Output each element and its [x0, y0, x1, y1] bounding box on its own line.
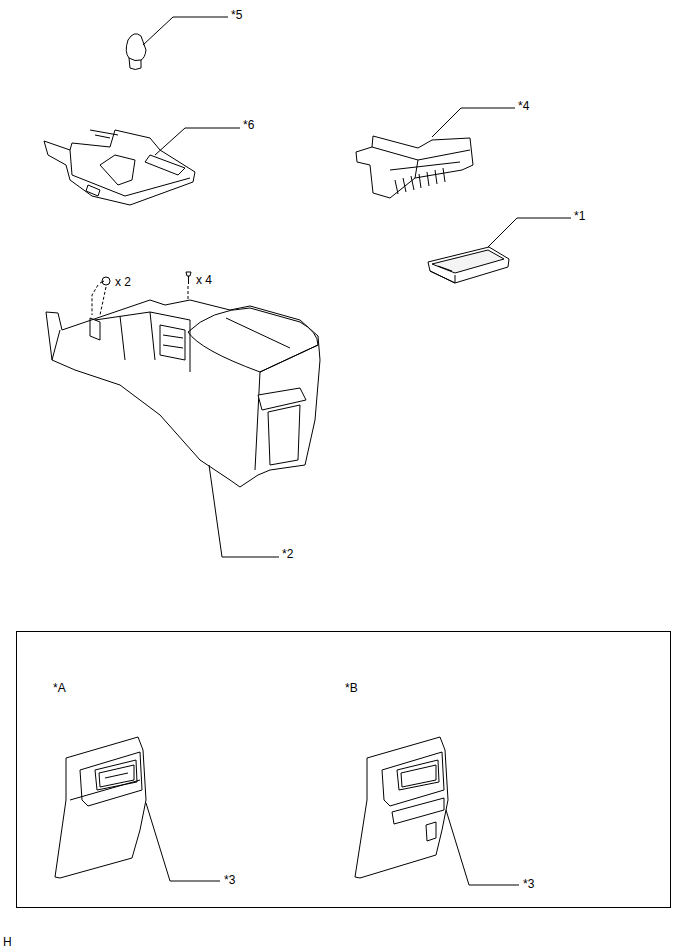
callout-number: *4: [517, 99, 530, 113]
variant-frame: *A *B *3 *3: [16, 631, 671, 908]
center-console: [46, 300, 320, 487]
shift-lever-panel: [44, 130, 195, 205]
shift-knob: [126, 34, 146, 70]
quantity: x 2: [114, 275, 132, 289]
rear-panel: [55, 737, 146, 878]
callout-number: *2: [281, 547, 294, 561]
callout-number: *1: [573, 209, 586, 223]
callout-number: *6: [242, 118, 255, 132]
quantity: x 4: [195, 273, 213, 287]
leader-line: [143, 17, 571, 885]
callout-number: *3: [223, 873, 236, 887]
page-mark: H: [2, 935, 13, 949]
tray: [428, 247, 509, 283]
callout-number: *3: [522, 877, 535, 891]
console-box: [356, 136, 473, 198]
variant-label: *B: [344, 681, 359, 695]
rear-panel: [355, 737, 448, 878]
variant-label: *A: [52, 681, 67, 695]
callout-number: *5: [230, 8, 243, 22]
